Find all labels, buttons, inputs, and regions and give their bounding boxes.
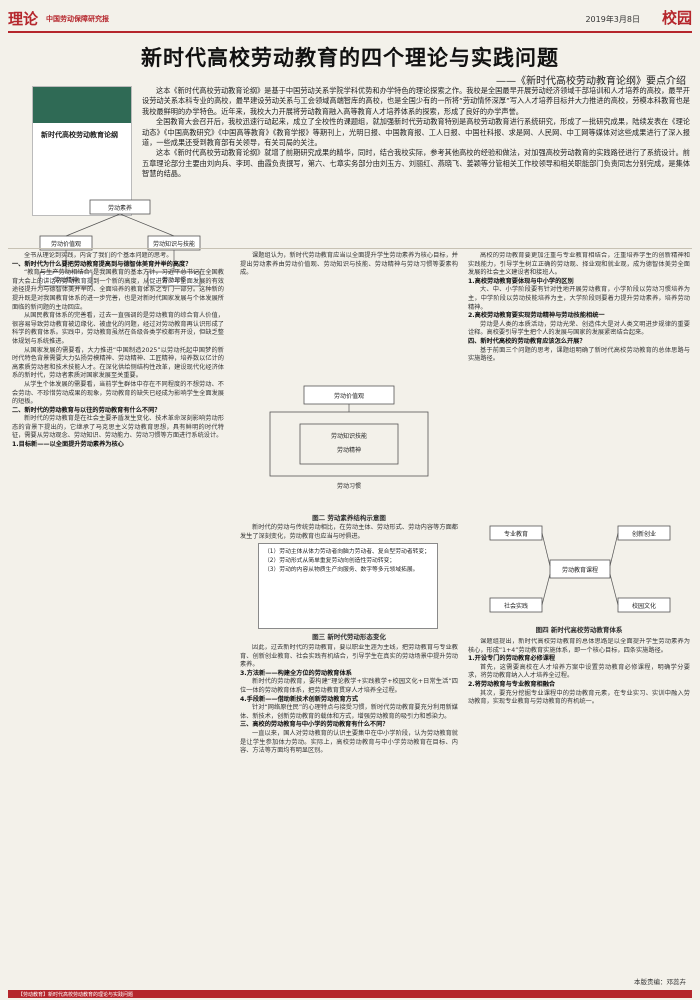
book-cover-title: 新时代高校劳动教育论纲 [41, 131, 118, 139]
fig4-node-0: 劳动教育课程 [562, 566, 598, 574]
col2-paragraph-2: 新时代的劳动与传统劳动相比，在劳动主体、劳动形式、劳动内容等方面都发生了深刻变化… [240, 524, 458, 540]
col2-heading-1: 3.方法新——构建全方位的劳动教育体系 [240, 669, 352, 677]
header-rule [8, 31, 692, 33]
figure-3-caption: 图三 新时代劳动形态变化 [312, 633, 386, 641]
col1-paragraph-5: 新时代的劳动教育是在社会主要矛盾发生变化、技术革命深刻影响劳动形态的背景下提出的… [12, 415, 224, 440]
fig3-item-1: （1）劳动主体从体力劳动者向脑力劳动者、复合型劳动者转变； [264, 549, 431, 555]
col3-heading-2: 2.高校劳动教育要实现劳动精神与劳动技能相统一 [468, 312, 605, 320]
col1-lead: 全书从理论到实践，内含了我们的个基本问题的思考。 [24, 252, 173, 259]
fig2-node-0: 劳动价值观 [334, 392, 364, 400]
issue-date: 2019年3月8日 [585, 15, 640, 24]
intro-paragraph-2: 全国教育大会召开后，我校迅速行动起来，成立了全校性的课题组，就加强新时代劳动教育… [142, 117, 690, 148]
col3-heading-4: 1.开设专门的劳动教育必修课程 [468, 655, 556, 663]
col3-paragraph-6: 首先，这需要高校在人才培养方案中设置劳动教育必修课程，明确学分要求，将劳动教育纳… [468, 663, 690, 680]
fig2-node-1: 劳动知识技能 [331, 432, 367, 440]
col3-paragraph-5: 课题组提出，新时代高校劳动教育的总体思路是以全面提升学生劳动素养为核心，形成“1… [468, 638, 690, 654]
fig4-node-1: 专业教育 [504, 530, 528, 538]
col1-paragraph-2: 从国民教育体系的完善看，过去一直强调的是劳动教育的综合育人价值，很容易导致劳动教… [12, 312, 224, 345]
col3-paragraph-2: 大、中、小学阶段要有针对性地开展劳动教育，小学阶段以劳动习惯培养为主，中学阶段以… [468, 286, 690, 311]
article-subtitle: ——《新时代高校劳动教育论纲》要点介绍 [496, 76, 686, 87]
book-cover-image: 新时代高校劳动教育论纲 [32, 86, 132, 216]
col3-heading-3: 四、新时代高校的劳动教育应该怎么开展？ [468, 337, 586, 345]
col1-paragraph-1: “教育与生产劳动相结合”是我国教育的基本方针，习近平总书记在全国教育大会上的讲话… [12, 269, 224, 311]
intro-paragraph-3: 这本《新时代高校劳动教育论纲》就增了前期研究成果的精华，同时，结合我校实际，参考… [142, 148, 690, 179]
figure-2-caption: 图二 劳动素养结构示意图 [312, 514, 386, 522]
footer-note: 【劳动教育】新时代高校劳动教育的理论与实践问题 [18, 992, 134, 998]
col2-heading-3: 三、高校的劳动教育与中小学的劳动教育有什么不同？ [240, 721, 389, 729]
fig1-node-0: 劳动素养 [108, 204, 132, 212]
fig4-node-4: 校园文化 [632, 602, 656, 610]
column-3-bottom: 课题组提出，新时代高校劳动教育的总体思路是以全面提升学生劳动素养为核心，形成“1… [468, 638, 690, 968]
col3-heading-5: 2.将劳动教育与专业教育相融合 [468, 680, 556, 688]
figure-1-diagram: 劳动素养 劳动价值观 劳动知识与技能 劳动精神 劳动习惯 [39, 199, 201, 287]
fig3-item-3: （3）劳动的内容从物质生产向服务、数字等多元领域拓展。 [264, 567, 419, 573]
article-intro: 这本《新时代高校劳动教育论纲》是基于中国劳动关系学院学科优势和办学特色的理论探索… [142, 86, 690, 180]
col2-paragraph-5: 针对“网络原住民”的心理特点与接受习惯，新时代劳动教育要充分利用新媒体、新技术，… [240, 704, 458, 720]
article-title: 新时代高校劳动教育的四个理论与实践问题 [141, 45, 559, 70]
fig1-node-3: 劳动精神 [54, 276, 78, 284]
col3-paragraph-1: 高校的劳动教育要更加注重与专业教育相结合，注重培养学生的创新精神和实践能力，引导… [468, 252, 690, 277]
col3-paragraph-4: 基于前面三个问题的思考，课题组明确了新时代高校劳动教育的总体思路与实施路径。 [468, 346, 690, 363]
fig1-node-2: 劳动知识与技能 [153, 240, 195, 248]
page-editor-credit: 本版责编：邓蕊卉 [634, 978, 686, 986]
section-divider [8, 248, 692, 249]
column-2-middle: 新时代的劳动与传统劳动相比，在劳动主体、劳动形式、劳动内容等方面都发生了深刻变化… [240, 524, 458, 541]
figure-2-literacy-structure: 劳动价值观 劳动知识技能 劳动精神 劳动习惯 [269, 385, 429, 490]
figure-3-box: （1）劳动主体从体力劳动者向脑力劳动者、复合型劳动者转变； （2）劳动形式从简单… [258, 543, 438, 629]
section-label: 校园 [661, 9, 692, 27]
fig1-node-1: 劳动价值观 [51, 240, 81, 248]
column-1: 全书从理论到实践，内含了我们的个基本问题的思考。 一、新时代为什么要把劳动教育提… [12, 252, 224, 988]
col3-paragraph-7: 其次，要充分挖掘专业课程中的劳动教育元素，在专业实习、实训中融入劳动教育，实现专… [468, 689, 690, 706]
fig4-node-2: 创新创业 [632, 530, 656, 538]
column-3: 高校的劳动教育要更加注重与专业教育相结合，注重培养学生的创新精神和实践能力，引导… [468, 252, 690, 514]
col1-paragraph-4: 从学生个体发展的需要看，当前学生群体中存在不同程度的不想劳动、不会劳动、不珍惜劳… [12, 380, 224, 406]
fig2-node-3: 劳动习惯 [337, 482, 361, 490]
fig3-item-2: （2）劳动形式从简单重复劳动向创造性劳动转变； [264, 558, 396, 564]
col2-paragraph-3: 因此，过去新时代的劳动教育，要以职业生涯为主线，把劳动教育与专业教育、创新创业教… [240, 644, 458, 669]
page-header: 理论 中国劳动保障研究报 2019年3月8日 校园 [8, 6, 692, 33]
col1-paragraph-3: 从国家发展的需要看，大力推进“中国制造2025”以劳动托起中国梦的新时代特色背景… [12, 346, 224, 380]
page-footer-band: 【劳动教育】新时代高校劳动教育的理论与实践问题 [8, 990, 692, 998]
fig1-node-4: 劳动习惯 [162, 276, 186, 284]
col2-paragraph-1: 课题组认为，新时代劳动教育应当以全面提升学生劳动素养为核心目标，并提出劳动素养由… [240, 252, 458, 277]
col1-heading-3: 1.目标新——以全面提升劳动素养为核心 [12, 441, 124, 449]
col2-paragraph-4: 新时代的劳动教育，要构建“理论教学+实践教学+校园文化+日常生活”四位一体的劳动… [240, 678, 458, 694]
col3-heading-1: 1.高校劳动教育要体现与中小学的区别 [468, 277, 574, 285]
col2-heading-2: 4.手段新——借助新技术创新劳动教育方式 [240, 695, 359, 703]
newspaper-name: 中国劳动保障研究报 [46, 15, 109, 23]
intro-paragraph-1: 这本《新时代高校劳动教育论纲》是基于中国劳动关系学院学科优势和办学特色的理论探索… [142, 86, 690, 116]
column-2: 课题组认为，新时代劳动教育应当以全面提升学生劳动素养为核心目标，并提出劳动素养由… [240, 252, 458, 278]
figure-4-caption: 图四 新时代高校劳动教育体系 [535, 626, 623, 634]
col2-paragraph-6: 一直以来，国人对劳动教育的认识主要集中在中小学阶段，认为劳动教育就是让学生参加体… [240, 729, 458, 755]
book-cover-band [33, 87, 131, 123]
figure-4-education-system: 劳动教育课程 专业教育 创新创业 社会实践 校园文化 [489, 525, 671, 613]
column-2-bottom: 因此，过去新时代的劳动教育，要以职业生涯为主线，把劳动教育与专业教育、创新创业教… [240, 644, 458, 984]
col1-heading-2: 二、新时代的劳动教育与以往的劳动教育有什么不同？ [12, 406, 161, 414]
col1-heading-1: 一、新时代为什么要把劳动教育提高到与德智体美育并举的高度？ [12, 260, 192, 268]
col3-paragraph-3: 劳动是人类的本质活动，劳动光荣、创造伟大是对人类文明进步规律的重要诠释。高校要引… [468, 320, 690, 337]
fig4-node-3: 社会实践 [504, 602, 528, 610]
fig2-node-2: 劳动精神 [337, 446, 361, 454]
newspaper-logo: 理论 [8, 10, 39, 28]
